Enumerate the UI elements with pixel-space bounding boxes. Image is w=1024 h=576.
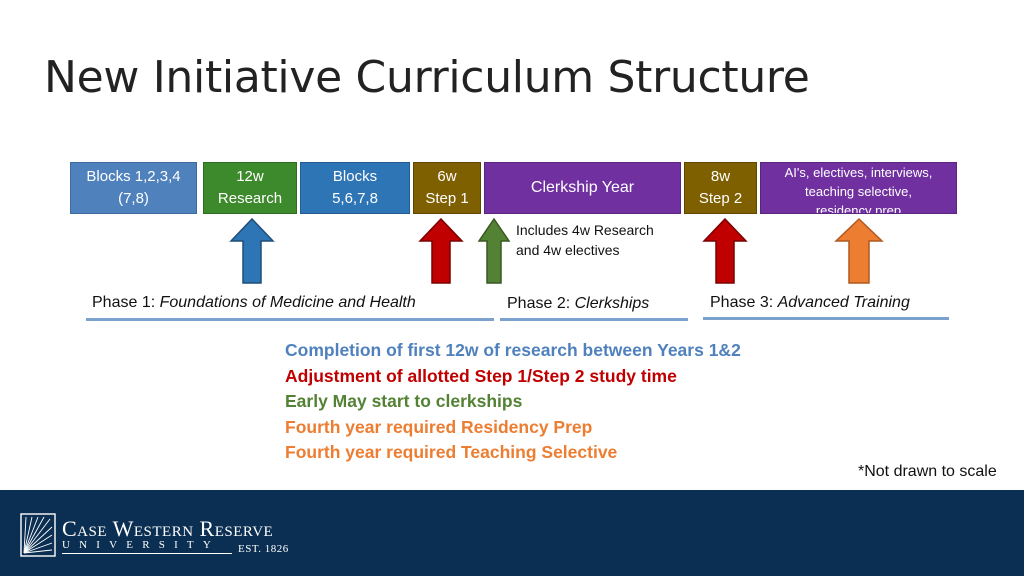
phase-3-name: Advanced Training xyxy=(777,294,910,311)
university-seal-icon xyxy=(20,513,56,557)
red-up-arrow xyxy=(702,217,748,284)
phase-1-name: Foundations of Medicine and Health xyxy=(159,294,416,311)
phase-2-name: Clerkships xyxy=(574,295,650,312)
university-name: Case Western Reserve xyxy=(62,516,274,541)
research-12w-box: 12w Research xyxy=(203,162,297,214)
blocks-1-4-box: Blocks 1,2,3,4 (7,8) xyxy=(70,162,197,214)
phase-3-line xyxy=(703,317,949,320)
list-item: Early May start to clerkships xyxy=(285,391,523,411)
slide-title: New Initiative Curriculum Structure xyxy=(44,52,810,103)
initiative-list: Completion of first 12w of research betw… xyxy=(285,338,745,466)
university-established: EST. 1826 xyxy=(238,543,289,555)
green-up-arrow xyxy=(477,217,511,284)
orange-up-arrow xyxy=(834,217,884,284)
clerkship-year-box: Clerkship Year xyxy=(484,162,681,214)
clerkship-note: Includes 4w Research and 4w electives xyxy=(516,222,654,258)
logo-divider xyxy=(62,553,232,554)
phase-1-line xyxy=(86,318,494,321)
university-subtitle: UNIVERSITY xyxy=(62,539,220,551)
list-item: Completion of first 12w of research betw… xyxy=(285,340,741,360)
list-item: Adjustment of allotted Step 1/Step 2 stu… xyxy=(285,365,677,386)
red-up-arrow xyxy=(418,217,464,284)
phase-2-label: Phase 2: Clerkships xyxy=(507,295,649,313)
footer-bar xyxy=(0,490,1024,576)
phase-3-prefix: Phase 3: xyxy=(710,294,778,311)
step2-box: 8w Step 2 xyxy=(684,162,757,214)
phase-1-label: Phase 1: Foundations of Medicine and Hea… xyxy=(92,294,416,312)
step1-box: 6w Step 1 xyxy=(413,162,481,214)
phase-3-label: Phase 3: Advanced Training xyxy=(710,294,910,312)
phase-1-prefix: Phase 1: xyxy=(92,294,160,311)
phase-2-prefix: Phase 2: xyxy=(507,295,575,312)
scale-note: *Not drawn to scale xyxy=(858,463,997,480)
list-item: Fourth year required Residency Prep xyxy=(285,416,593,437)
phase-2-line xyxy=(500,318,688,321)
advanced-training-box: AI's, electives, interviews, teaching se… xyxy=(760,162,957,214)
blue-up-arrow xyxy=(229,217,275,284)
list-item: Fourth year required Teaching Selective xyxy=(285,442,618,462)
blocks-5-8-box: Blocks 5,6,7,8 xyxy=(300,162,410,214)
